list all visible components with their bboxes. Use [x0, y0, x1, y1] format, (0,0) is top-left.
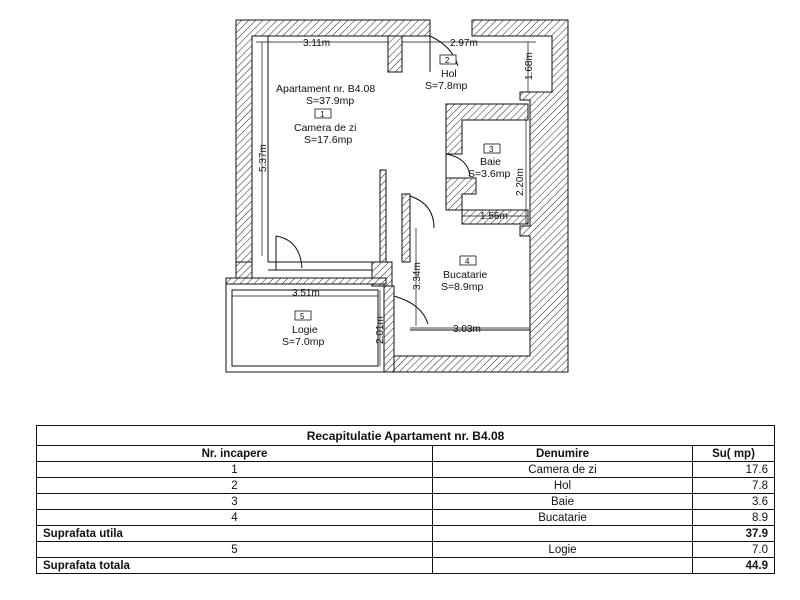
room-2-number: 2 — [445, 56, 450, 65]
doors — [275, 35, 471, 326]
row-nr: 2 — [36, 477, 433, 494]
room-2-name: Hol — [441, 68, 457, 80]
total-row: Suprafata totala 44.9 — [36, 557, 776, 574]
row-su: 8.9 — [691, 509, 776, 526]
dim-1-68: 1.68m — [524, 52, 535, 80]
summary-table: Recapitulatie Apartament nr. B4.08 Nr. i… — [35, 425, 776, 574]
room-3-number-box — [483, 143, 501, 154]
apartment-area: S=37.9mp — [306, 95, 354, 107]
dim-3-34: 3.34m — [412, 262, 423, 290]
room-5-name: Logie — [292, 324, 318, 336]
dim-2-20: 2.20m — [515, 168, 526, 196]
room-5-area: S=7.0mp — [282, 336, 324, 348]
room-3-name: Baie — [480, 156, 501, 168]
summary-title-row: Recapitulatie Apartament nr. B4.08 — [35, 425, 776, 446]
dimension-lines — [232, 41, 536, 366]
row-su: 3.6 — [691, 493, 776, 510]
room-1-number-box — [314, 108, 332, 119]
util-empty — [432, 525, 693, 542]
table-row: 4 Bucatarie 8.9 — [36, 509, 776, 526]
header-su: Su( mp) — [691, 445, 776, 462]
row-nr: 4 — [36, 509, 433, 526]
interior-lines — [225, 36, 530, 373]
row-su: 7.8 — [691, 477, 776, 494]
dim-5-37: 5.37m — [258, 144, 269, 172]
total-empty — [432, 557, 693, 574]
row-nr: 3 — [36, 493, 433, 510]
floor-plan: 3.11m 2.97m 1.68m 5.37m 2.20m 1.56m 3.34… — [225, 19, 569, 373]
dim-1-56: 1.56m — [480, 211, 508, 222]
table-row: 2 Hol 7.8 — [36, 477, 776, 494]
room-2-area: S=7.8mp — [425, 80, 467, 92]
logie-nr: 5 — [36, 541, 433, 558]
row-name: Baie — [432, 493, 693, 510]
room-2-number-box — [439, 54, 457, 65]
row-su: 17.6 — [691, 461, 776, 478]
dim-2-01: 2.01m — [375, 316, 386, 344]
table-row: 1 Camera de zi 17.6 — [36, 461, 776, 478]
logie-name: Logie — [432, 541, 693, 558]
logie-su: 7.0 — [691, 541, 776, 558]
walls — [225, 19, 569, 373]
header-nr: Nr. incapere — [36, 445, 433, 462]
summary-title: Recapitulatie Apartament nr. B4.08 — [35, 425, 776, 446]
room-3-area: S=3.6mp — [468, 168, 510, 180]
room-5-number: 5 — [300, 312, 305, 321]
room-4-area: S=8.9mp — [441, 281, 483, 293]
room-1-number: 1 — [320, 110, 325, 119]
row-name: Bucatarie — [432, 509, 693, 526]
dim-2-97: 2.97m — [450, 38, 478, 49]
room-4-number-box — [459, 255, 477, 266]
row-nr: 1 — [36, 461, 433, 478]
total-label: Suprafata totala — [36, 557, 433, 574]
util-label: Suprafata utila — [36, 525, 433, 542]
apartment-label: Apartament nr. B4.08 — [276, 83, 375, 95]
room-4-name: Bucatarie — [443, 269, 488, 281]
dim-3-03: 3.03m — [453, 324, 481, 335]
util-su: 37.9 — [691, 525, 776, 542]
util-row: Suprafata utila 37.9 — [36, 525, 776, 542]
room-5-number-box — [294, 310, 312, 321]
dim-3-11: 3.11m — [303, 38, 330, 49]
room-1-area: S=17.6mp — [304, 134, 352, 146]
logie-row: 5 Logie 7.0 — [36, 541, 776, 558]
row-name: Camera de zi — [432, 461, 693, 478]
room-1-name: Camera de zi — [294, 122, 356, 134]
dim-3-51: 3.51m — [292, 288, 320, 299]
row-name: Hol — [432, 477, 693, 494]
room-3-number: 3 — [489, 145, 494, 154]
summary-header-row: Nr. incapere Denumire Su( mp) — [36, 445, 776, 462]
header-denumire: Denumire — [432, 445, 693, 462]
total-su: 44.9 — [691, 557, 776, 574]
room-4-number: 4 — [465, 257, 470, 266]
table-row: 3 Baie 3.6 — [36, 493, 776, 510]
